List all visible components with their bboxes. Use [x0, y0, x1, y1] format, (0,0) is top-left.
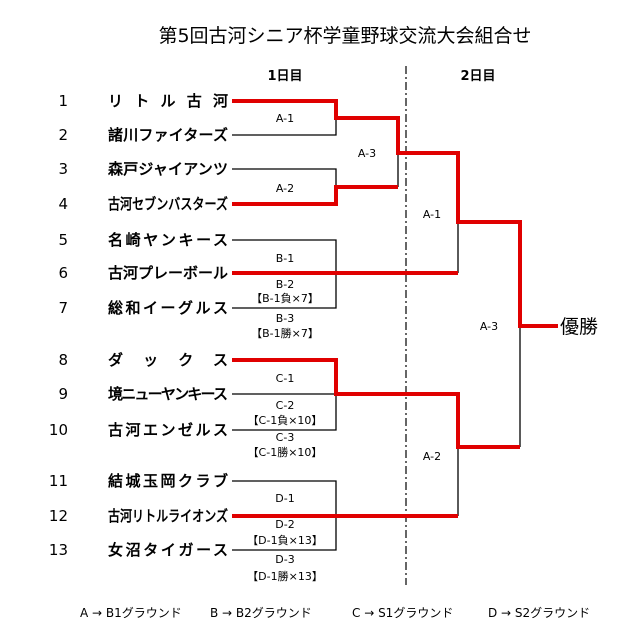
game-label: A-2	[423, 450, 441, 463]
game-label: A-3	[480, 320, 498, 333]
game-label: D-1	[275, 492, 294, 505]
team-name: リトル古河	[108, 92, 228, 110]
svg-text:11: 11	[49, 472, 68, 490]
winner-paths	[232, 99, 558, 518]
day1-header: 1日目	[267, 69, 302, 84]
team-row: 7 総和イーグルス	[58, 299, 228, 317]
team-row: 13 女沼タイガース	[49, 541, 228, 559]
champion-label: 優勝	[560, 316, 598, 338]
svg-text:10: 10	[49, 421, 68, 439]
day2-header: 2日目	[460, 69, 495, 84]
team-name: 結城玉岡クラブ	[108, 472, 228, 490]
team-row: 1 リトル古河	[58, 92, 228, 110]
team-name: 諸川ファイターズ	[108, 126, 228, 144]
svg-text:5: 5	[58, 231, 68, 249]
game-label: A-3	[358, 147, 376, 160]
team-name: 古河エンゼルス	[108, 421, 228, 439]
team-name: 古河セブンバスターズ	[108, 195, 228, 213]
ground-legend: A → B1グラウンド B → B2グラウンド C → S1グラウンド D → …	[80, 606, 590, 620]
game-label: C-1	[276, 372, 295, 385]
game-label: B-2	[276, 278, 295, 291]
team-name: 名崎ヤンキース	[108, 231, 228, 249]
svg-text:7: 7	[58, 299, 68, 317]
svg-text:13: 13	[49, 541, 68, 559]
team-row: 8 ダックス	[58, 351, 228, 369]
game-note: 【B-1勝×7】	[251, 326, 319, 340]
team-row: 3 森戸ジャイアンツ	[58, 160, 228, 178]
team-row: 4 古河セブンバスターズ	[58, 195, 228, 213]
team-name: 境ニューヤンキース	[108, 385, 228, 403]
page-title: 第5回古河シニア杯学童野球交流大会組合せ	[158, 25, 531, 47]
ground-item: C → S1グラウンド	[352, 606, 453, 620]
game-note: 【B-1負×7】	[251, 292, 319, 305]
team-row: 2 諸川ファイターズ	[58, 126, 228, 144]
svg-text:2: 2	[58, 126, 68, 144]
day1-game-labels: A-1 A-2 A-3 B-1 B-2 【B-1負×7】 B-3 【B-1勝×7…	[247, 112, 376, 583]
team-name: 古河リトルライオンズ	[108, 507, 228, 525]
game-label: A-2	[276, 182, 294, 195]
svg-text:8: 8	[58, 351, 68, 369]
team-name: ダックス	[108, 351, 228, 369]
team-row: 9 境ニューヤンキース	[58, 385, 228, 403]
game-note: 【D-1勝×13】	[247, 569, 323, 583]
team-list: 1 リトル古河 2 諸川ファイターズ 3 森戸ジャイアンツ 4 古河セブンバスターズ 5…	[49, 92, 228, 559]
game-label: B-1	[276, 252, 295, 265]
ground-item: A → B1グラウンド	[80, 606, 182, 620]
svg-text:6: 6	[58, 264, 68, 282]
game-label: A-1	[423, 208, 441, 221]
game-label: D-3	[275, 553, 294, 566]
game-label: C-3	[276, 431, 295, 444]
svg-text:9: 9	[58, 385, 68, 403]
team-name: 古河プレーボール	[108, 264, 228, 282]
game-label: D-2	[275, 518, 294, 531]
team-name: 総和イーグルス	[108, 299, 228, 317]
game-note: 【D-1負×13】	[247, 534, 323, 547]
game-note: 【C-1勝×10】	[248, 445, 323, 459]
team-name: 森戸ジャイアンツ	[108, 160, 228, 178]
game-label: C-2	[276, 399, 295, 412]
team-name: 女沼タイガース	[108, 541, 228, 559]
game-label: B-3	[276, 312, 295, 325]
game-note: 【C-1負×10】	[248, 414, 323, 427]
team-row: 11 結城玉岡クラブ	[49, 472, 228, 490]
svg-text:12: 12	[49, 507, 68, 525]
bracket-lines	[232, 118, 521, 551]
svg-text:1: 1	[58, 92, 68, 110]
team-row: 12 古河リトルライオンズ	[49, 507, 228, 525]
ground-item: D → S2グラウンド	[488, 606, 590, 620]
team-row: 10 古河エンゼルス	[49, 421, 228, 439]
team-row: 5 名崎ヤンキース	[58, 231, 228, 249]
svg-text:3: 3	[58, 160, 68, 178]
team-row: 6 古河プレーボール	[58, 264, 228, 282]
svg-text:4: 4	[58, 195, 68, 213]
ground-item: B → B2グラウンド	[210, 606, 312, 620]
day2-game-labels: A-1 A-2 A-3	[423, 208, 498, 463]
game-label: A-1	[276, 112, 294, 125]
